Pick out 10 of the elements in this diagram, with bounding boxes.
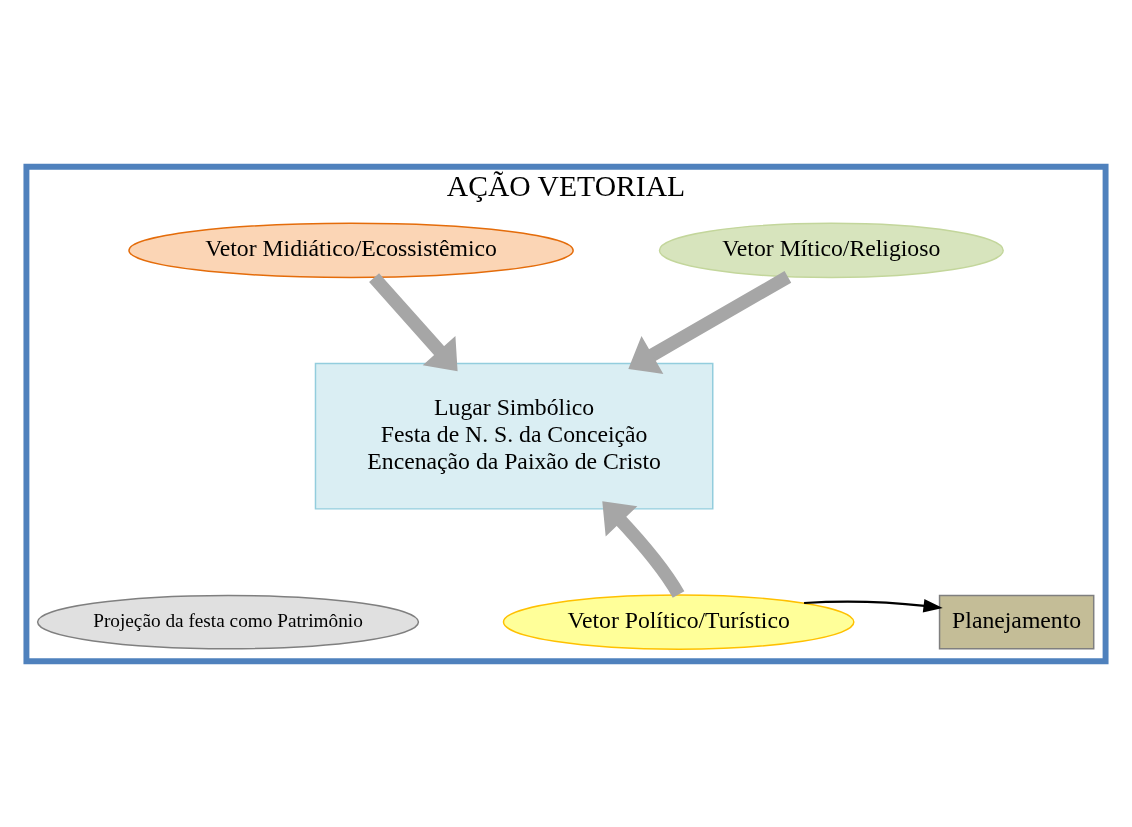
node-box: Planejamento bbox=[938, 594, 1095, 650]
node-box: Lugar Simbólico Festa de N. S. da Conceição Encenação da Paixão de Cristo bbox=[314, 362, 714, 510]
node-ellipse: Vetor Mítico/Religioso bbox=[658, 222, 1004, 278]
arrow bbox=[369, 272, 458, 371]
node-ellipse: Projeção da festa como Patrimônio bbox=[36, 594, 420, 650]
node-ellipse: Vetor Midiático/Ecossistêmico bbox=[128, 222, 574, 278]
arrow bbox=[602, 500, 685, 598]
arrow bbox=[628, 270, 792, 374]
arrow bbox=[804, 598, 943, 612]
node-ellipse: Vetor Político/Turístico bbox=[502, 593, 855, 650]
